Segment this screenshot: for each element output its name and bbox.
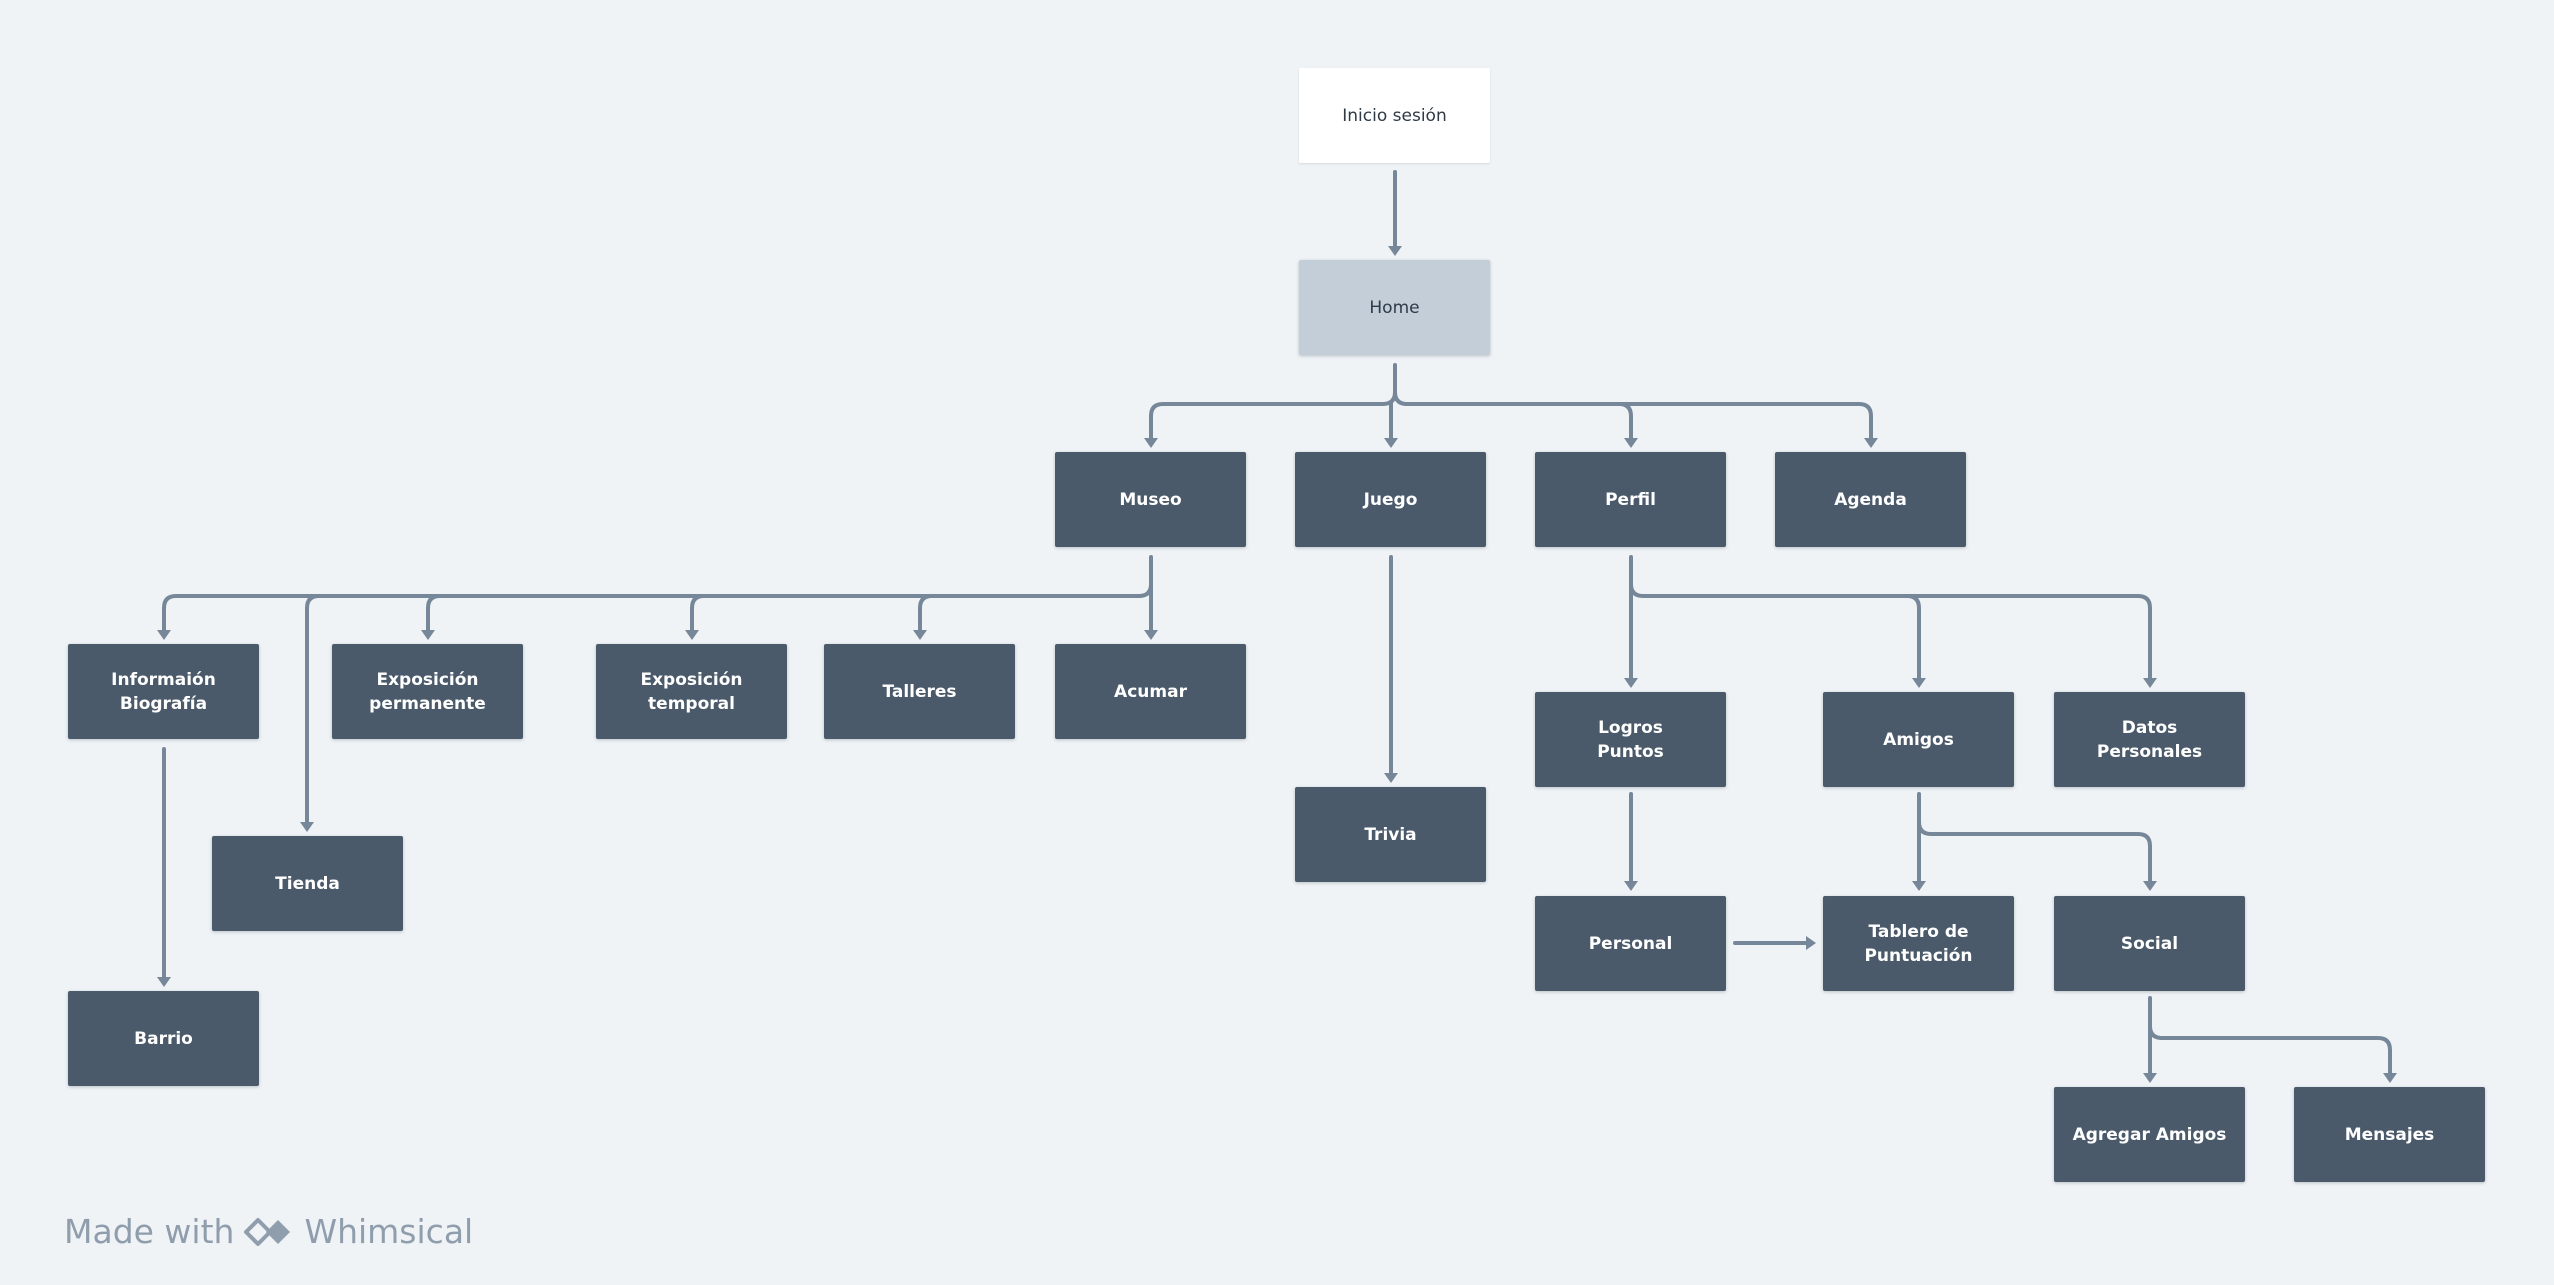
arrowhead <box>2143 678 2157 688</box>
node-tablero-puntuacion[interactable]: Tablero de Puntuación <box>1823 896 2014 991</box>
watermark-brand: Whimsical <box>304 1212 474 1251</box>
connector-museo-exposicion-temporal <box>690 594 706 632</box>
node-home[interactable]: Home <box>1299 260 1490 355</box>
node-exposicion-temporal[interactable]: Exposición temporal <box>596 644 787 739</box>
arrowhead <box>2143 1073 2157 1083</box>
node-tienda[interactable]: Tienda <box>212 836 403 931</box>
arrowhead <box>300 822 314 832</box>
node-mensajes[interactable]: Mensajes <box>2294 1087 2485 1182</box>
watermark-prefix: Made with <box>64 1212 235 1251</box>
connector-home-row <box>1149 363 1397 440</box>
connector-amigos-social <box>1917 820 2152 883</box>
arrowhead <box>1624 678 1638 688</box>
node-perfil[interactable]: Perfil <box>1535 452 1726 547</box>
arrowhead <box>1806 936 1816 950</box>
node-social[interactable]: Social <box>2054 896 2245 991</box>
arrowhead <box>1144 630 1158 640</box>
arrowhead <box>157 630 171 640</box>
arrowhead <box>1388 246 1402 256</box>
node-museo[interactable]: Museo <box>1055 452 1246 547</box>
node-personal[interactable]: Personal <box>1535 896 1726 991</box>
connector-social-mensajes <box>2148 1024 2392 1075</box>
connector-home-agenda <box>1617 402 1873 440</box>
arrowhead <box>2143 881 2157 891</box>
arrowhead <box>2383 1073 2397 1083</box>
node-informaion-biografia[interactable]: Informaión Biografía <box>68 644 259 739</box>
connector-museo-exposicion-permanente <box>426 594 442 632</box>
arrowhead <box>1144 438 1158 448</box>
connector-perfil-row <box>1629 582 1921 680</box>
node-inicio-sesion[interactable]: Inicio sesión <box>1299 68 1490 163</box>
arrowhead <box>1912 881 1926 891</box>
node-trivia[interactable]: Trivia <box>1295 787 1486 882</box>
arrowhead <box>421 630 435 640</box>
whimsical-logo-icon <box>244 1217 291 1246</box>
node-agenda[interactable]: Agenda <box>1775 452 1966 547</box>
arrowhead <box>1624 881 1638 891</box>
node-logros-puntos[interactable]: Logros Puntos <box>1535 692 1726 787</box>
node-datos-personales[interactable]: Datos Personales <box>2054 692 2245 787</box>
node-amigos[interactable]: Amigos <box>1823 692 2014 787</box>
arrowhead <box>1912 678 1926 688</box>
arrowhead <box>157 977 171 987</box>
node-juego[interactable]: Juego <box>1295 452 1486 547</box>
arrowhead <box>1384 438 1398 448</box>
node-barrio[interactable]: Barrio <box>68 991 259 1086</box>
connector-perfil-datos <box>1905 594 2152 680</box>
node-exposicion-permanente[interactable]: Exposición permanente <box>332 644 523 739</box>
arrowhead <box>1864 438 1878 448</box>
arrowhead <box>913 630 927 640</box>
node-talleres[interactable]: Talleres <box>824 644 1015 739</box>
arrowhead <box>1624 438 1638 448</box>
arrowhead <box>1384 773 1398 783</box>
arrowhead <box>685 630 699 640</box>
node-acumar[interactable]: Acumar <box>1055 644 1246 739</box>
connector-museo-talleres <box>918 594 934 632</box>
node-agregar-amigos[interactable]: Agregar Amigos <box>2054 1087 2245 1182</box>
connector-museo-row <box>162 555 1153 632</box>
made-with-whimsical-watermark[interactable]: Made with Whimsical <box>64 1212 473 1251</box>
connector-home-perfil <box>1393 390 1633 440</box>
connector-museo-tienda <box>305 594 321 824</box>
